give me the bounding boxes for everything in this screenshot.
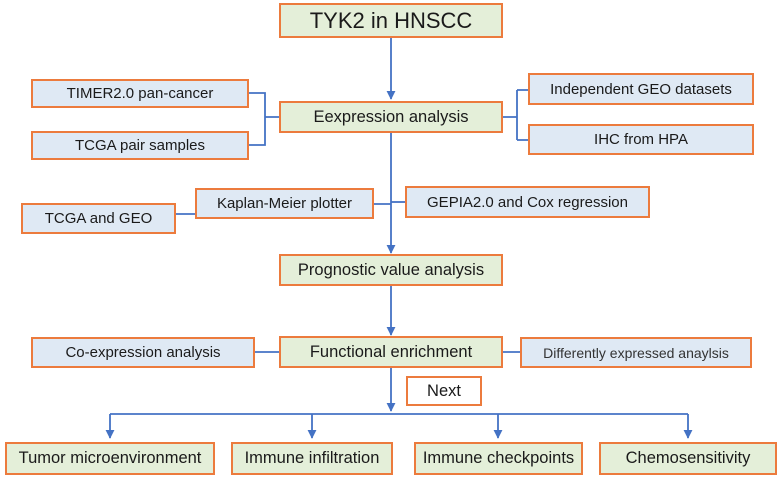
node-ihc: IHC from HPA (528, 124, 754, 155)
node-gepia: GEPIA2.0 and Cox regression (405, 186, 650, 218)
node-expression: Eexpression analysis (279, 101, 503, 133)
bracket-right-expression (503, 89, 528, 141)
bracket-left-expression (249, 92, 279, 146)
node-timer: TIMER2.0 pan-cancer (31, 79, 249, 108)
node-immune-infiltration: Immune infiltration (231, 442, 393, 475)
node-tcga-pair: TCGA pair samples (31, 131, 249, 160)
node-next: Next (406, 376, 482, 406)
node-prognostic: Prognostic value analysis (279, 254, 503, 286)
node-functional: Functional enrichment (279, 336, 503, 368)
node-title: TYK2 in HNSCC (279, 3, 503, 38)
node-coexpression: Co-expression analysis (31, 337, 255, 368)
node-km: Kaplan-Meier plotter (195, 188, 374, 219)
node-immune-checkpoints: Immune checkpoints (414, 442, 583, 475)
node-geo-independent: Independent GEO datasets (528, 73, 754, 105)
node-tcga-geo: TCGA and GEO (21, 203, 176, 234)
node-deg: Differently expressed anaylsis (520, 337, 752, 368)
node-chemosensitivity: Chemosensitivity (599, 442, 777, 475)
node-tme: Tumor microenvironment (5, 442, 215, 475)
